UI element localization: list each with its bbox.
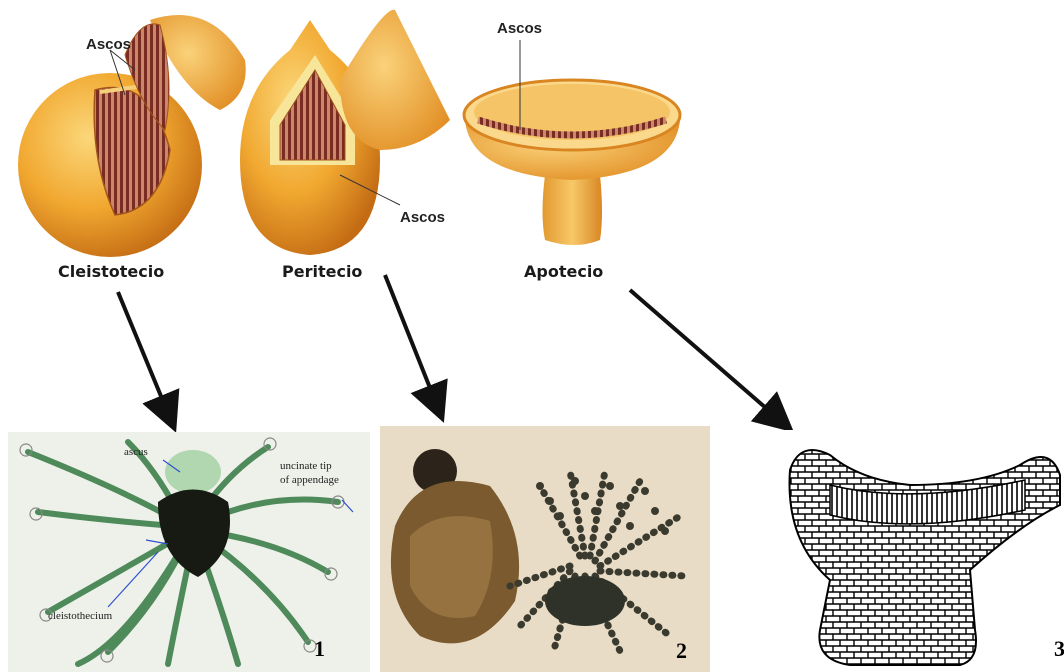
photo-number-3: 3: [1054, 636, 1064, 662]
photo-number-1: 1: [314, 636, 325, 662]
cleistothecium-label: cleistothecium: [48, 610, 112, 623]
photo-number-2: 2: [676, 638, 687, 664]
arrow-peritecio: [385, 275, 438, 408]
arrow-apotecio: [630, 290, 782, 422]
uncinate-tip-label-1: uncinate tip: [280, 460, 332, 473]
photo-perithecium: 2: [380, 426, 710, 672]
uncinate-tip-label-2: of appendage: [280, 474, 339, 487]
arrow-cleistotecio: [118, 292, 170, 418]
drawing-apothecium: 3: [760, 430, 1064, 672]
ascus-label: ascus: [124, 446, 148, 459]
photo-cleistothecium: ascus uncinate tip of appendage cleistot…: [8, 432, 370, 672]
